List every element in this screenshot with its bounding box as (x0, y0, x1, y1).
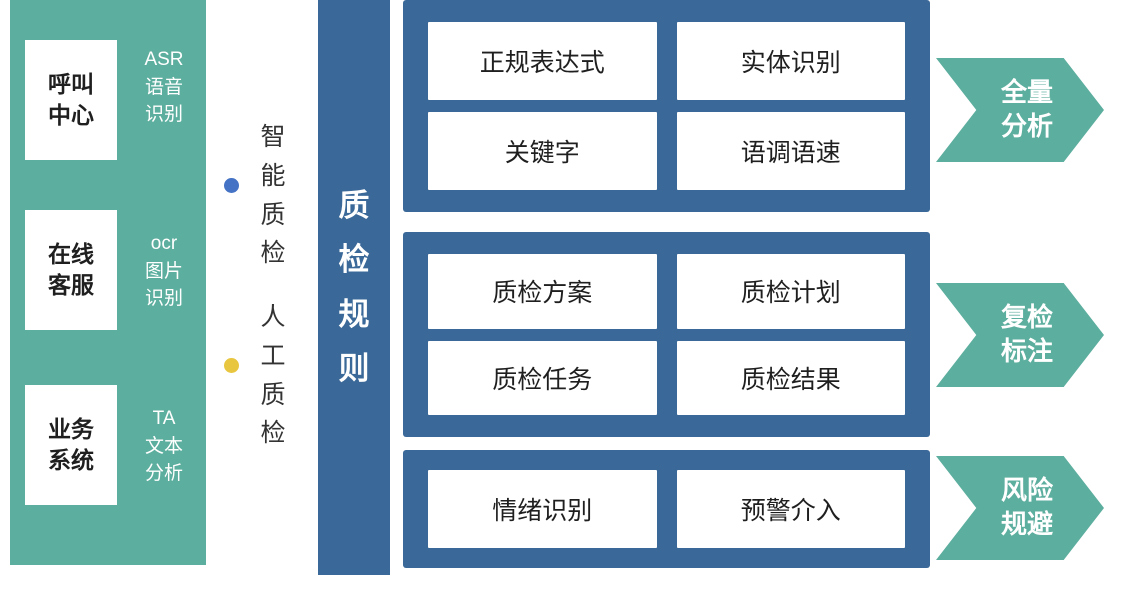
rule-box-entity-recognition: 实体识别 (676, 22, 905, 100)
rules-bar: 质检规则 (318, 0, 390, 575)
source-label-online-service: 在线 客服 (48, 240, 94, 298)
manual-qc-bullet-icon (224, 358, 239, 373)
rule-box-qc-schedule: 质检计划 (676, 254, 905, 329)
source-box-business-system: 业务 系统 (25, 385, 117, 505)
arrow-recheck-annotation: 复检标注 (936, 283, 1104, 387)
arrow-full-analysis: 全量分析 (936, 58, 1104, 162)
panel-qc-workflow: 质检方案 质检计划 质检任务 质检结果 (403, 232, 930, 437)
arrow-label-full-analysis: 全量分析 (1000, 77, 1053, 141)
method-label-manual-qc: 人工质检 (260, 303, 286, 448)
source-note-ta: TA 文本 分析 (144, 408, 183, 485)
rule-box-qc-task: 质检任务 (428, 340, 657, 415)
smart-qc-bullet-icon (224, 178, 239, 193)
method-label-smart-qc: 智能质检 (260, 123, 286, 268)
source-note-ocr: ocr 图片 识别 (144, 233, 183, 310)
rule-box-qc-result: 质检结果 (676, 340, 905, 415)
rule-box-tone-speed: 语调语速 (676, 112, 905, 190)
source-note-asr: ASR 语音 识别 (144, 49, 184, 126)
arrow-label-recheck-annotation: 复检标注 (1000, 302, 1053, 366)
arrow-label-risk-avoidance: 风险规避 (1000, 475, 1053, 539)
panel-rule-features: 正规表达式 实体识别 关键字 语调语速 (403, 0, 930, 212)
rule-box-warning-intervention: 预警介入 (676, 470, 905, 548)
source-box-online-service: 在线 客服 (25, 210, 117, 330)
rule-box-emotion-recognition: 情绪识别 (428, 470, 657, 548)
rules-bar-label: 质检规则 (338, 188, 370, 386)
arrow-risk-avoidance: 风险规避 (936, 456, 1104, 560)
source-panel: 呼叫 中心 ASR 语音 识别 在线 客服 ocr 图片 识别 业务 系统 TA… (10, 0, 206, 565)
rule-box-regex: 正规表达式 (428, 22, 657, 100)
source-label-business-system: 业务 系统 (48, 415, 94, 473)
source-label-call-center: 呼叫 中心 (48, 70, 94, 128)
rule-box-keyword: 关键字 (428, 112, 657, 190)
source-box-call-center: 呼叫 中心 (25, 40, 117, 160)
rule-box-qc-plan: 质检方案 (428, 254, 657, 329)
panel-realtime-monitor: 情绪识别 预警介入 (403, 450, 930, 568)
